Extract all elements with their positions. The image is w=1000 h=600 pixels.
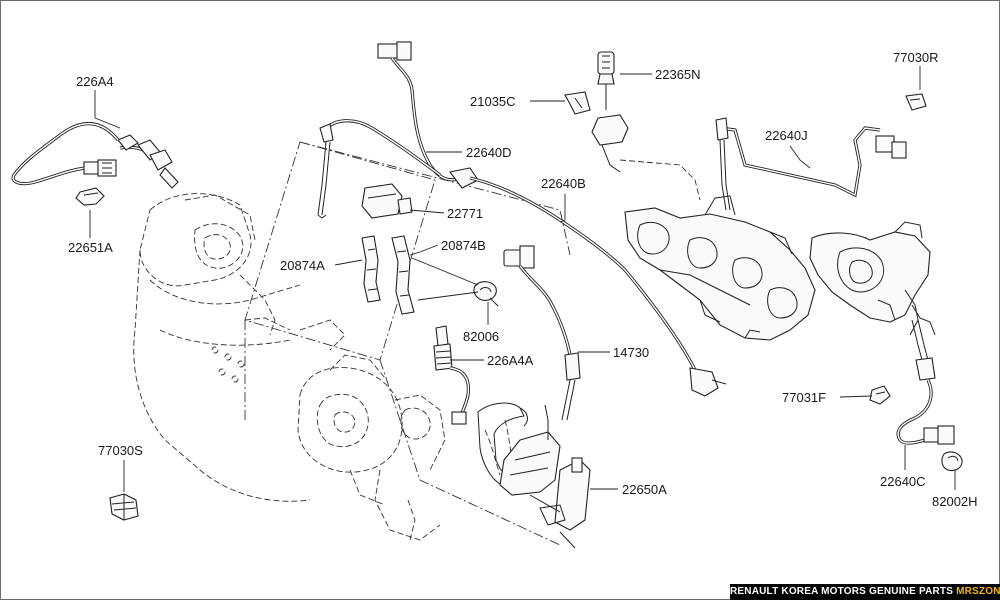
label-82002H: 82002H bbox=[932, 494, 978, 509]
watermark-brand: MRSZONE bbox=[956, 586, 1000, 597]
temp-sensor-22640J bbox=[715, 117, 907, 211]
label-22640B: 22640B bbox=[541, 176, 586, 191]
pressure-sensor-22650A bbox=[499, 404, 591, 549]
label-226A4: 226A4 bbox=[76, 74, 114, 89]
label-22640C: 22640C bbox=[880, 474, 926, 489]
label-77030S: 77030S bbox=[98, 443, 143, 458]
sensor-22365N bbox=[597, 51, 615, 110]
label-20874A: 20874A bbox=[280, 258, 325, 273]
bracket-21035C bbox=[564, 91, 591, 115]
oxygen-sensor-226A4 bbox=[11, 122, 179, 189]
label-20874B: 20874B bbox=[441, 238, 486, 253]
label-82006: 82006 bbox=[463, 329, 499, 344]
label-22640J: 22640J bbox=[765, 128, 808, 143]
temp-sensor-22640C bbox=[896, 319, 955, 445]
sensor-body-center-top bbox=[591, 114, 701, 201]
watermark-text: RENAULT KOREA MOTORS GENUINE PARTS bbox=[730, 586, 957, 597]
label-22365N: 22365N bbox=[655, 67, 701, 82]
label-22651A: 22651A bbox=[68, 240, 113, 255]
hose-20874A bbox=[361, 235, 381, 303]
clip-77030S bbox=[109, 493, 139, 521]
assembly-phantom-outline bbox=[244, 141, 571, 546]
exhaust-manifold bbox=[624, 195, 816, 341]
clip-77030R bbox=[905, 93, 927, 111]
label-77031F: 77031F bbox=[782, 390, 826, 405]
sensor-22771 bbox=[361, 183, 413, 219]
watermark-banner: RENAULT KOREA MOTORS GENUINE PARTS MRSZO… bbox=[730, 584, 1000, 600]
temp-sensor-22640B bbox=[449, 167, 727, 397]
turbocharger bbox=[809, 221, 936, 336]
label-226A4A: 226A4A bbox=[487, 353, 534, 368]
label-22650A: 22650A bbox=[622, 482, 667, 497]
clip-22651A bbox=[75, 187, 105, 206]
label-14730: 14730 bbox=[613, 345, 649, 360]
part-labels: 226A4 22651A 22640D 22365N 21035C 77030R… bbox=[68, 50, 978, 509]
label-77030R: 77030R bbox=[893, 50, 939, 65]
leader-lines bbox=[89, 66, 956, 492]
temp-sensor-22640D bbox=[317, 41, 463, 219]
label-21035C: 21035C bbox=[470, 94, 516, 109]
dpf-canister bbox=[133, 193, 346, 502]
clip-82002H bbox=[941, 451, 963, 472]
hose-20874B bbox=[391, 235, 415, 315]
temp-sensor-14730 bbox=[503, 245, 581, 421]
oxygen-sensor-226A4A bbox=[433, 325, 471, 425]
label-22771: 22771 bbox=[447, 206, 483, 221]
turbo-housing bbox=[297, 354, 446, 541]
clamp-82006 bbox=[473, 281, 499, 307]
clip-77031F bbox=[869, 385, 891, 405]
label-22640D: 22640D bbox=[466, 145, 512, 160]
